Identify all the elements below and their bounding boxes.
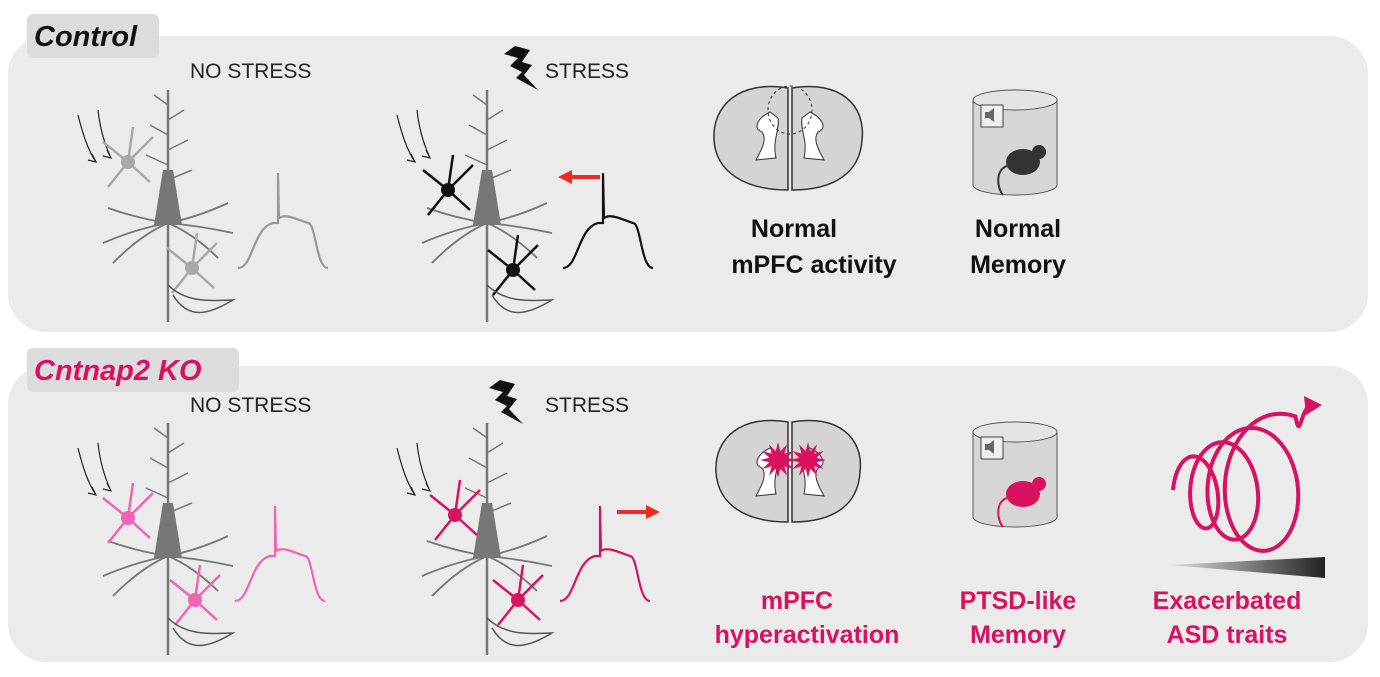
control-brain-outcome-line2: mPFC activity [731,251,896,279]
ko-brain-outcome-line2: hyperactivation [715,621,900,649]
ko-brain-outcome-line1: mPFC [761,587,833,615]
input-arrow-icon [396,114,417,163]
lightning-bolt-icon [489,380,523,424]
control-tab [27,14,159,58]
action-potential-trace [559,505,651,603]
control-no-stress-neuron [77,90,329,322]
activity-burst [760,442,796,478]
control-stress-label: STRESS [545,60,629,83]
ko-stress-label: STRESS [545,394,629,417]
ko-no-stress-neuron [77,423,326,655]
control-memory-outcome-line2: Memory [970,251,1066,279]
ko-memory-outcome-line1: PTSD-like [960,587,1077,615]
input-arrow-icon [97,442,113,492]
speaker-icon [980,436,1004,460]
input-arrow-icon [77,447,98,496]
control-brain-outcome-line1: Normal [751,215,837,243]
input-arrow-icon [396,447,417,496]
pyramidal-soma [473,503,501,558]
pyramidal-soma [154,170,182,225]
right-arrow-icon [617,505,660,519]
ko-title: Cntnap2 KO [34,355,202,387]
input-arrow-icon [416,442,432,492]
lightning-bolt-icon [504,46,538,90]
speaker-icon [980,104,1004,128]
control-stress-neuron [396,90,654,322]
activity-burst [790,442,826,478]
brain-section-hyperactive-icon [715,419,862,523]
action-potential-trace [562,172,654,270]
control-title: Control [34,21,138,53]
pyramidal-soma [154,503,182,558]
brain-section-icon [713,85,864,191]
ko-tab [27,348,239,392]
action-potential-trace [237,172,329,270]
mouse-icon [997,477,1046,528]
ko-stress-neuron [396,423,651,655]
input-arrow-icon [416,109,432,159]
control-no-stress-label: NO STRESS [190,60,311,83]
action-potential-trace [234,505,326,603]
ko-memory-test-icon [972,421,1058,528]
gradient-wedge-icon [1170,557,1325,578]
input-arrow-icon [77,114,98,163]
ko-no-stress-label: NO STRESS [190,394,311,417]
ko-asd-outcome-line2: ASD traits [1167,621,1288,649]
pyramidal-soma [473,170,501,225]
ko-memory-outcome-line2: Memory [970,621,1066,649]
control-memory-outcome-line1: Normal [975,215,1061,243]
left-arrow-icon [558,170,600,184]
control-memory-test-icon [972,89,1058,196]
input-arrow-icon [97,109,113,159]
mouse-icon [997,145,1046,196]
ko-asd-outcome-line1: Exacerbated [1153,587,1302,615]
spiral-arrow-icon [1171,396,1322,553]
